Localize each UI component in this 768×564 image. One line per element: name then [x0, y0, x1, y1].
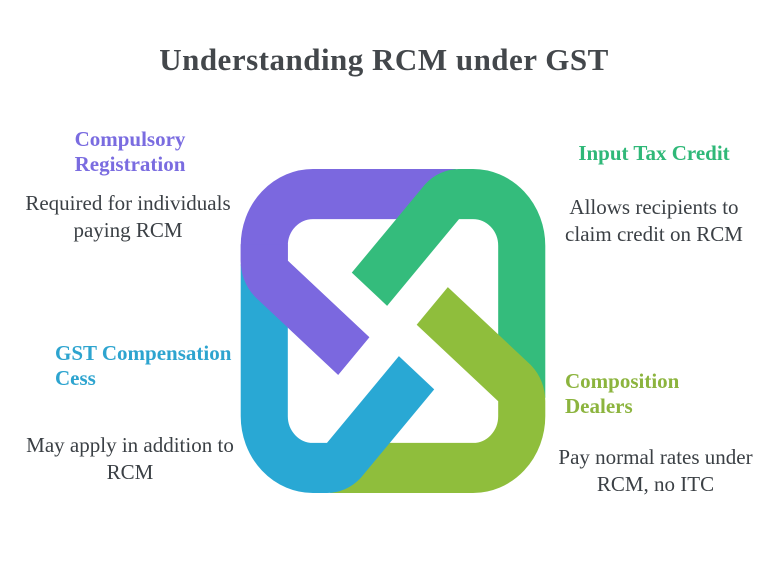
section-heading-compulsory-registration: Compulsory Registration	[74, 127, 186, 176]
section-heading-gst-compensation-cess: GST Compensation Cess	[55, 341, 232, 390]
section-heading-input-tax-credit: Input Tax Credit	[578, 141, 730, 165]
knot-strand-purple-overlap	[240, 235, 370, 375]
section-body-composition-dealers: Pay normal rates under RCM, no ITC	[558, 445, 753, 496]
page-title: Understanding RCM under GST	[159, 42, 609, 77]
section-heading-composition-dealers: Composition Dealers	[565, 369, 680, 418]
knot-strand-blue	[240, 264, 435, 493]
knot-strand-green	[351, 169, 546, 398]
interlocking-knot-graphic	[240, 169, 546, 493]
section-body-gst-compensation-cess: May apply in addition to RCM	[26, 433, 234, 484]
section-body-compulsory-registration: Required for individuals paying RCM	[25, 191, 231, 242]
knot-strand-lime	[330, 287, 546, 493]
section-body-input-tax-credit: Allows recipients to claim credit on RCM	[565, 195, 743, 246]
